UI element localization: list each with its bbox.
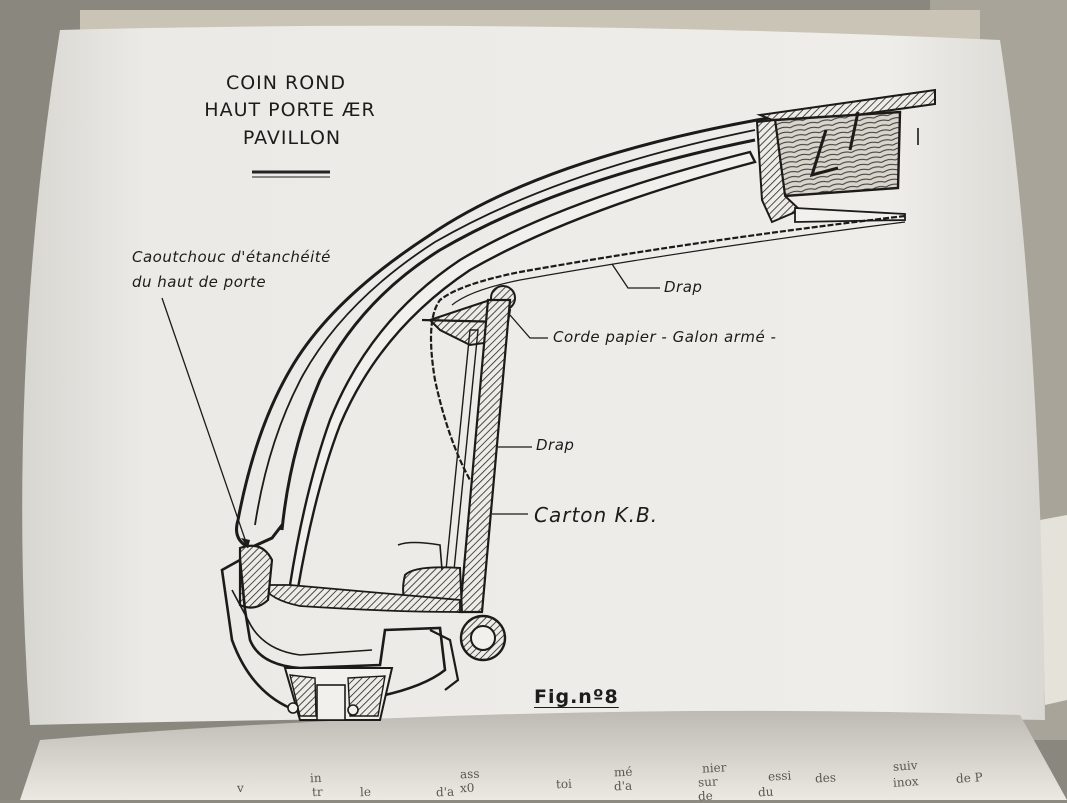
next-page-fragment: d'a [435,784,455,800]
label-corde: Corde papier - Galon armé - [553,328,777,346]
label-drap-top: Drap [664,278,703,296]
round-tube-core [470,625,496,651]
leader-corde [509,314,548,339]
rubber-seal [238,544,274,609]
next-page-fragment: essi [767,768,792,784]
label-carton: Carton K.B. [534,503,659,527]
headliner-cloth-2 [451,221,906,306]
next-page-fragment: d'a [613,778,633,794]
bolt-right [347,704,359,716]
next-page-fragment: sur [697,774,718,790]
title-line-2: HAUT PORTE ÆR [204,99,376,121]
carton-panel [458,298,512,614]
outer-frame-inner [254,129,756,526]
hook-right [429,629,460,691]
next-page-fragment: de P [955,770,984,786]
door-channel-hatch [289,674,386,717]
leader-caoutchouc-arrow [241,538,250,548]
label-caoutchouc-2: du haut de porte [132,273,267,291]
leader-drap-top [611,263,660,289]
wood-block [773,110,902,198]
figure-label: Fig.nº8 [534,686,619,708]
next-page-fragment: des [814,770,837,786]
next-page-fragment: tr [311,784,323,800]
label-drap-mid: Drap [536,436,575,454]
door-lower-frame-inner [231,589,373,656]
outer-frame [235,90,936,550]
clip-outline [397,541,443,571]
next-page-fragment: in [309,770,322,786]
door-sill [260,584,461,613]
next-page-fragment: inox [892,774,920,790]
next-page-fragment: ass [459,766,480,782]
next-page-fragment: toi [555,776,573,792]
spring-clip [809,111,860,178]
door-lower-frame [220,557,447,710]
next-page-fragment: de [697,788,714,803]
headliner-cloth [429,214,906,481]
title-line-3: PAVILLON [242,127,342,149]
next-page [20,710,1067,800]
right-page-edge [1040,515,1067,705]
label-caoutchouc-1: Caoutchouc d'étanchéité [132,248,331,266]
next-page-fragment: du [757,784,774,800]
title-line-1: COIN ROND [225,72,347,94]
door-insert [316,684,346,721]
leader-caoutchouc [161,297,249,549]
next-page-fragment: v [236,780,245,796]
bolt-left [287,702,299,714]
next-page-fragment: mé [613,764,633,780]
next-page-fragment: le [359,784,372,800]
next-page-fragment: suiv [892,758,918,774]
next-page-fragment: nier [701,760,727,776]
next-page-fragment: x0 [459,780,475,796]
